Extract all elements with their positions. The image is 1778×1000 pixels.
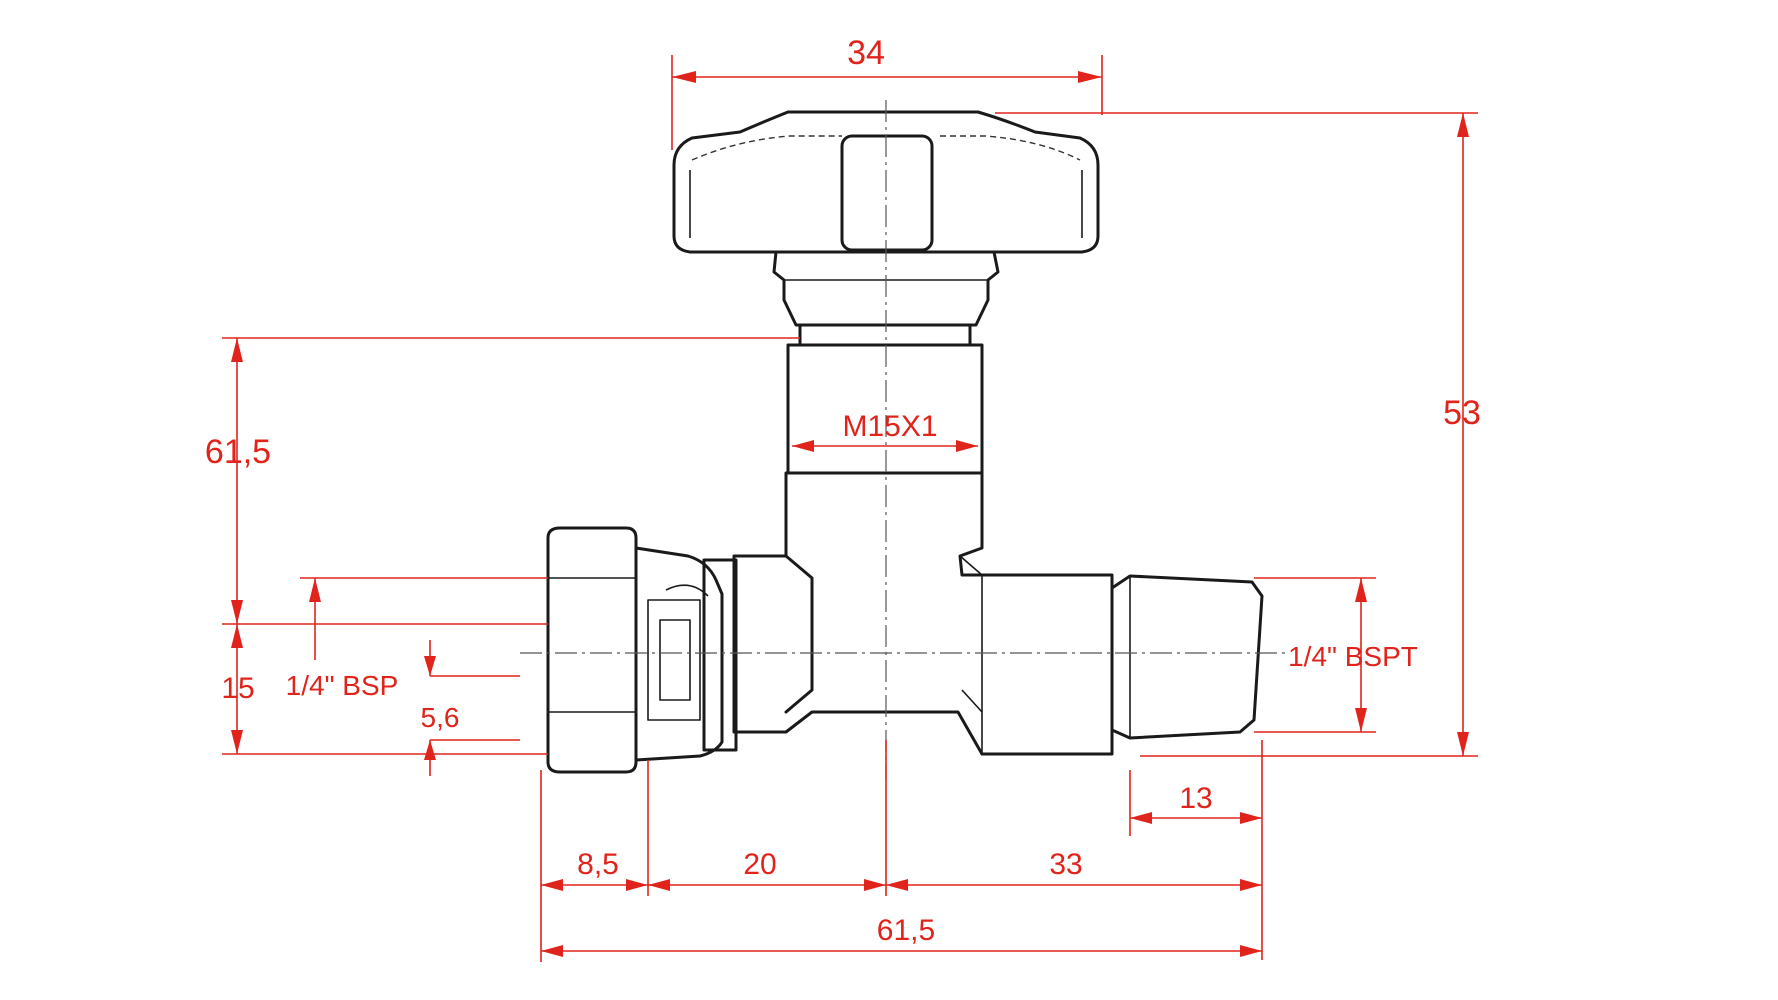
dim-nut-width-label: 8,5 [577, 848, 619, 881]
handle-knob [672, 110, 1100, 254]
dim-outlet-thread-length-label: 13 [1179, 782, 1212, 815]
dim-height-to-stem-label: 61,5 [205, 433, 271, 471]
dim-outlet-thread: 1/4" BSPT [1254, 577, 1418, 733]
dim-overall-length: 61,5 [541, 914, 1262, 957]
dim-stem-thread: M15X1 [792, 410, 978, 452]
dim-outlet-thread-length: 13 [1129, 740, 1263, 960]
valve-outline [520, 100, 1290, 780]
inlet-nut [546, 526, 738, 774]
dim-port-offset: 15 [221, 624, 548, 755]
dim-height-to-stem: 61,5 [205, 337, 800, 625]
dim-bottom-chain: 8,5 20 33 [540, 740, 1262, 962]
dim-handle-width: 34 [671, 34, 1103, 150]
dim-outlet-thread-label: 1/4" BSPT [1288, 641, 1418, 672]
dim-overall-height-label: 53 [1443, 394, 1481, 432]
dimension-lines: 34 53 M15X1 61,5 [205, 34, 1481, 962]
dim-overall-height: 53 [995, 112, 1481, 757]
outlet-thread [1110, 574, 1264, 740]
dim-inlet-to-axis-label: 20 [743, 848, 776, 881]
dim-inlet-thread-label: 1/4" BSP [286, 670, 399, 701]
stem-neck [786, 323, 984, 475]
dim-bore: 5,6 [421, 640, 520, 776]
dim-port-offset-label: 15 [221, 672, 254, 705]
dim-handle-width-label: 34 [847, 34, 885, 72]
dim-axis-to-outlet-label: 33 [1049, 848, 1082, 881]
dim-overall-length-label: 61,5 [877, 914, 935, 947]
valve-body [732, 471, 1114, 756]
dim-inlet-thread: 1/4" BSP [286, 577, 548, 701]
dim-bore-label: 5,6 [421, 702, 460, 733]
dim-stem-thread-label: M15X1 [842, 410, 937, 443]
